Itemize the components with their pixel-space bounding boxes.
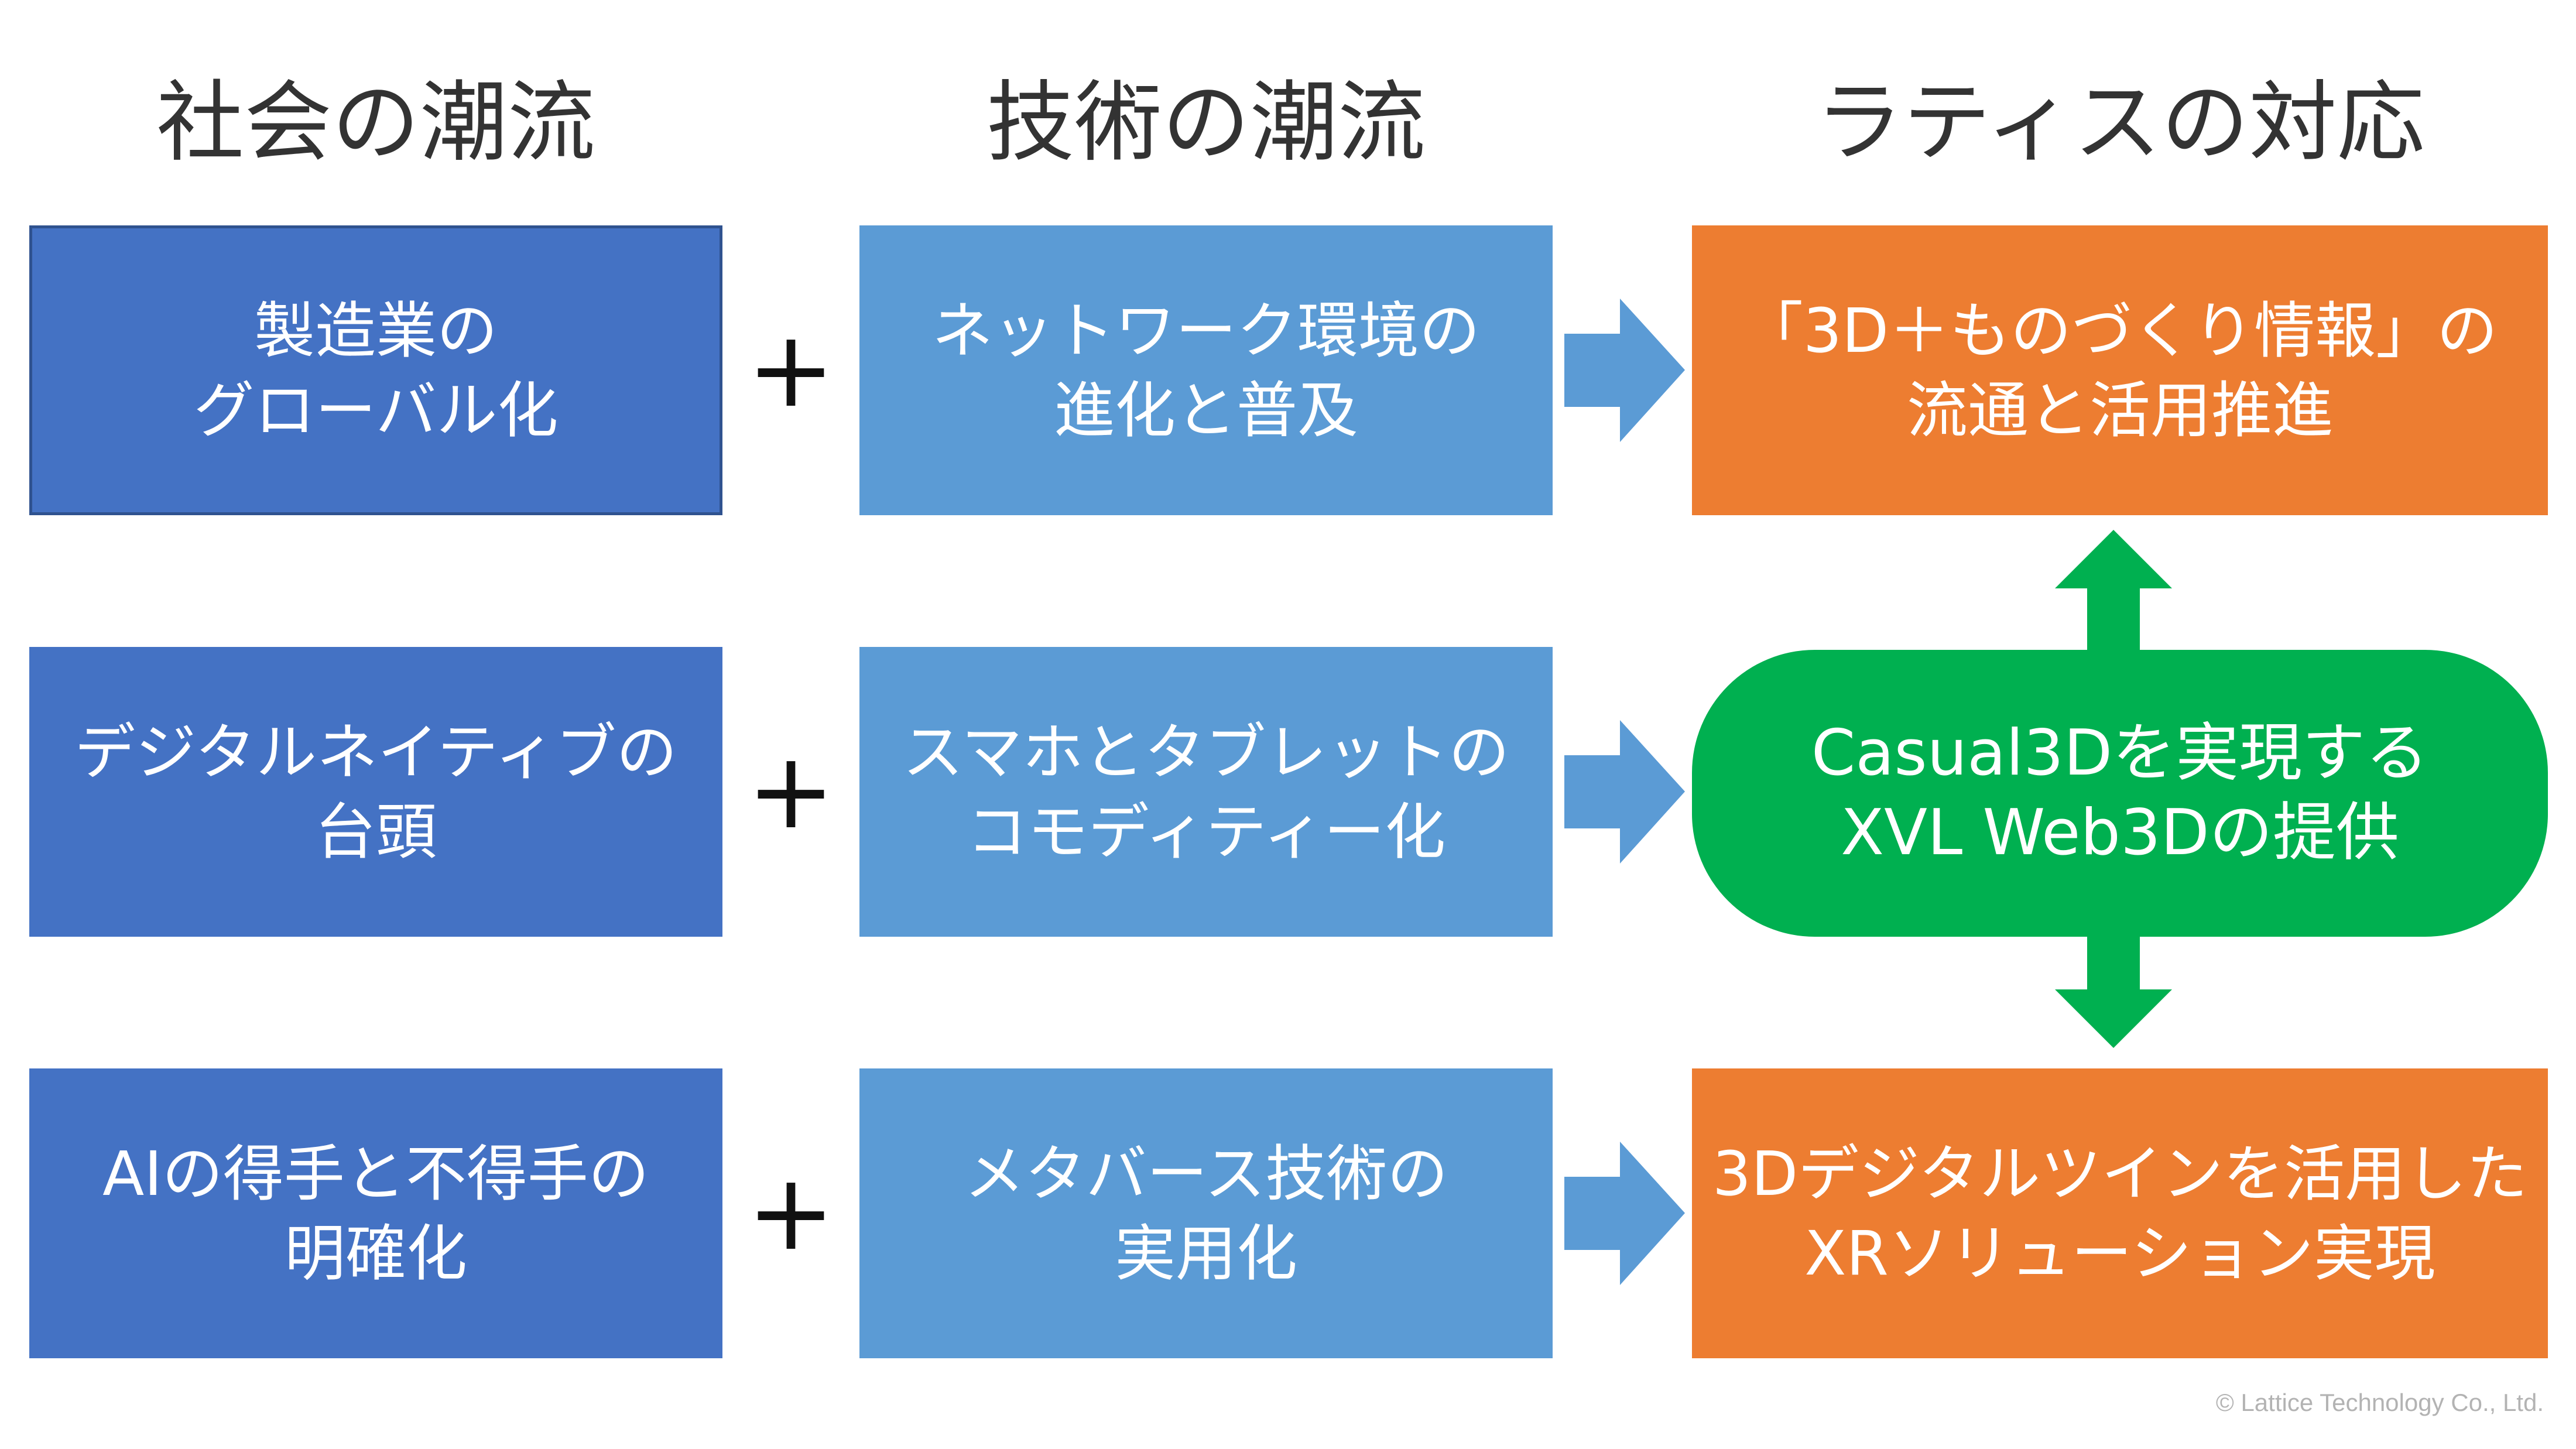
box-line: 実用化 — [1114, 1217, 1297, 1289]
box-line: 進化と普及 — [1053, 374, 1358, 446]
plus-sign: + — [746, 730, 835, 852]
box-line: 明確化 — [284, 1217, 467, 1289]
right-arrow-icon — [1564, 720, 1685, 864]
plus-sign: + — [746, 309, 835, 431]
right-arrow-icon — [1564, 1142, 1685, 1285]
box-line: グローバル化 — [193, 374, 559, 446]
box-line: Casual3Dを実現する — [1811, 717, 2429, 790]
copyright-notice: © Lattice Technology Co., Ltd. — [2215, 1389, 2544, 1416]
box-line: 流通と活用推進 — [1906, 374, 2333, 446]
box-line: ネットワーク環境の — [931, 294, 1480, 366]
social-box-ai-strengths: AIの得手と不得手の 明確化 — [29, 1068, 722, 1358]
box-line: 台頭 — [314, 796, 437, 868]
heading-lattice-response: ラティスの対応 — [1815, 72, 2425, 174]
box-line: XRソリューション実現 — [1804, 1217, 2435, 1289]
right-arrow-icon — [1564, 299, 1685, 442]
box-line: メタバース技術の — [964, 1138, 1448, 1210]
box-line: AIの得手と不得手の — [102, 1138, 649, 1210]
box-line: 「3D＋ものづくり情報」の — [1742, 294, 2498, 366]
response-box-xr-solutions: 3Dデジタルツインを活用した XRソリューション実現 — [1692, 1068, 2548, 1358]
heading-social-trends: 社会の潮流 — [156, 72, 595, 174]
social-box-digital-natives: デジタルネイティブの 台頭 — [29, 647, 722, 937]
box-line: コモディティー化 — [966, 796, 1446, 868]
tech-box-smartphones-tablets: スマホとタブレットの コモディティー化 — [859, 647, 1553, 937]
social-box-globalization: 製造業の グローバル化 — [29, 225, 722, 515]
box-line: 3Dデジタルツインを活用した — [1712, 1138, 2528, 1210]
core-box-casual3d-xvl-web3d: Casual3Dを実現する XVL Web3Dの提供 — [1692, 650, 2548, 937]
heading-tech-trends: 技術の潮流 — [986, 72, 1426, 174]
box-line: デジタルネイティブの — [74, 716, 677, 788]
tech-box-network: ネットワーク環境の 進化と普及 — [859, 225, 1553, 515]
tech-box-metaverse: メタバース技術の 実用化 — [859, 1068, 1553, 1358]
box-line: 製造業の — [254, 294, 498, 366]
plus-sign: + — [746, 1152, 835, 1274]
box-line: スマホとタブレットの — [902, 716, 1510, 788]
response-box-3d-manufacturing-info: 「3D＋ものづくり情報」の 流通と活用推進 — [1692, 225, 2548, 515]
box-line: XVL Web3Dの提供 — [1841, 796, 2399, 869]
